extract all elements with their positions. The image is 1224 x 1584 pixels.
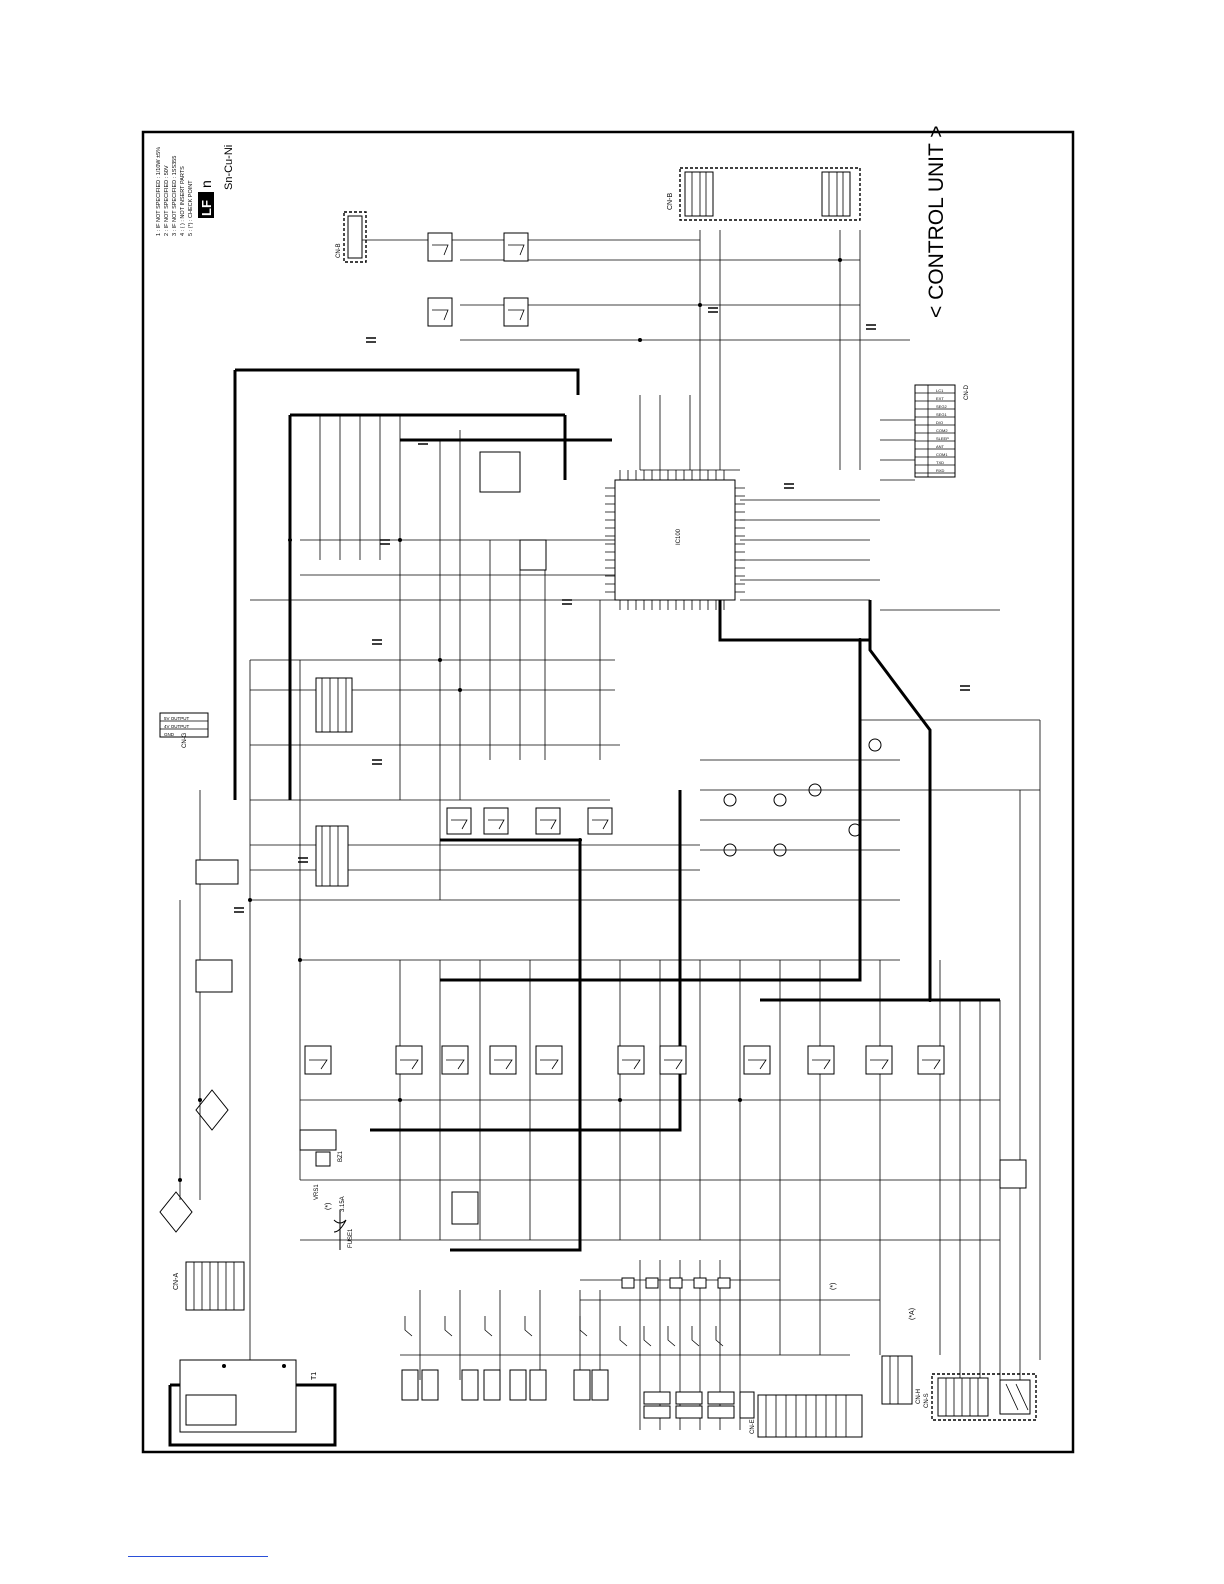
diagram-title: < CONTROL UNIT >	[925, 125, 948, 318]
connector-cn-h: CN-H	[881, 1355, 922, 1405]
connector-cn-a: CN-A	[173, 1261, 245, 1311]
svg-text:CN-A: CN-A	[173, 1273, 180, 1290]
connector-cn-e: CN-E	[750, 1394, 863, 1438]
cn-d-pin-5: D/O	[936, 420, 943, 425]
note-1: 1 : IF NOT SPECIFIED : 1/10W ±5%	[156, 147, 162, 236]
microcontroller-ic100: IC100	[605, 470, 745, 610]
svg-text:CN-G: CN-G	[182, 732, 188, 748]
relay-terminals	[643, 1391, 755, 1419]
cn-d-pin-4: SEG1	[936, 412, 947, 417]
connector-cn-b-top: CN-B	[667, 167, 861, 221]
signal-wiring	[179, 230, 1041, 1430]
fuse-fuse1: FUSE1 3.15A VRS1	[314, 1184, 354, 1250]
schematic-frame	[141, 130, 1075, 1454]
cn-d-pin-2: EXT	[936, 396, 944, 401]
bridge-rectifier-upper	[195, 1089, 229, 1131]
svg-text:CN-H: CN-H	[916, 1389, 922, 1404]
connector-cn-d: CN-D LC1 EXT SEG2 SEG1 D/O COM2 SLEEP AN…	[914, 384, 970, 478]
connector-cn-s: CN-S	[924, 1373, 1037, 1421]
cn-d-pin-3: SEG2	[936, 404, 947, 409]
buzzer-bz1: BZ1	[299, 1129, 344, 1167]
check-point-1: (*)	[325, 1203, 332, 1210]
power-bus	[168, 368, 1000, 1447]
svg-text:CN-S: CN-S	[924, 1393, 930, 1408]
svg-text:CN-E: CN-E	[750, 1419, 756, 1434]
cn-g-pin-2: 4V OUTPUT	[164, 724, 190, 729]
svg-text:n: n	[198, 180, 214, 188]
cn-d-pin-7: SLEEP	[936, 436, 949, 441]
svg-text:VRS1: VRS1	[314, 1184, 320, 1200]
svg-text:CN-B: CN-B	[336, 243, 342, 258]
ic-blocks	[195, 451, 547, 993]
note-5: 5 : (*) : CHECK POINT	[188, 180, 194, 236]
check-point-3: (*A)	[909, 1308, 916, 1320]
svg-text:CN-B: CN-B	[667, 193, 674, 210]
junction-dots	[178, 258, 932, 1182]
svg-text:BZ1: BZ1	[338, 1150, 344, 1162]
lead-free-mark: LF n	[198, 180, 214, 218]
svg-text:3.15A: 3.15A	[340, 1196, 346, 1212]
transistor-array-right	[723, 738, 882, 857]
svg-text:LF: LF	[199, 200, 214, 216]
cn-g-pin-1: 5V OUTPUT	[164, 716, 190, 721]
connector-cn-g: 5V OUTPUT 4V OUTPUT GND CN-G	[159, 712, 209, 748]
transistor-cluster-top	[427, 232, 529, 327]
cn-d-pin-6: COM2	[936, 428, 948, 433]
solder-alloy-label: Sn-Cu-Ni	[223, 145, 235, 190]
svg-text:FUSE1: FUSE1	[348, 1228, 354, 1248]
check-point-2: (*)	[830, 1283, 837, 1290]
cn-g-pin-3: GND	[164, 732, 175, 737]
cn-d-pin-10: TXD	[936, 460, 944, 465]
connector-cn-b-left: CN-B	[336, 211, 367, 263]
note-4: 4 : ( ) : NOT INSERT PARTS	[180, 166, 186, 236]
capacitor-symbols	[234, 307, 970, 913]
note-2: 2 : IF NOT SPECIFIED : 50V	[164, 165, 170, 236]
bridge-rectifier-lower	[159, 1191, 193, 1233]
footer-link-underline	[128, 1556, 268, 1557]
notes-block: 1 : IF NOT SPECIFIED : 1/10W ±5% 2 : IF …	[156, 147, 194, 236]
cn-d-pin-11: RXD	[936, 468, 945, 473]
transformer-t1: T1	[179, 1359, 318, 1433]
svg-text:IC100: IC100	[676, 528, 682, 545]
note-3: 3 : IF NOT SPECIFIED : 1SS355	[172, 156, 178, 236]
cn-d-pin-1: LC1	[936, 388, 944, 393]
svg-text:T1: T1	[311, 1372, 318, 1380]
relay-section	[401, 1277, 731, 1401]
cn-d-pin-9: COM1	[936, 452, 948, 457]
driver-transistors-upper	[446, 807, 613, 835]
driver-transistors-lower	[304, 1045, 1027, 1225]
cn-d-pin-8: ANT	[936, 444, 945, 449]
svg-text:CN-D: CN-D	[964, 384, 970, 400]
